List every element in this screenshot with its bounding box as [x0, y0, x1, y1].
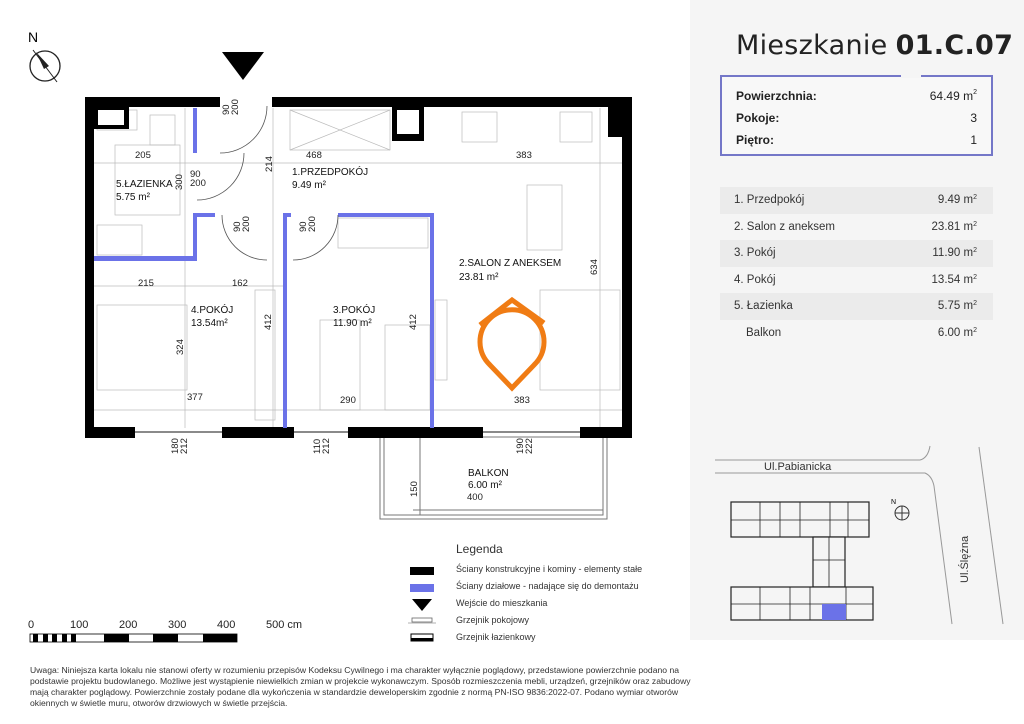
room-label: 4.POKÓJ — [191, 303, 233, 316]
room-area: 9.49 m² — [292, 180, 327, 191]
svg-text:383: 383 — [514, 395, 530, 406]
svg-text:200: 200 — [119, 619, 137, 631]
room-area: 6.00 m² — [468, 480, 503, 491]
svg-text:377: 377 — [187, 392, 203, 403]
entrance-marker-icon — [222, 52, 264, 80]
bathroom-radiator-icon — [410, 633, 434, 642]
compass-icon: N — [891, 499, 910, 521]
svg-text:400: 400 — [467, 492, 483, 503]
svg-text:500 cm: 500 cm — [266, 619, 302, 631]
disclaimer-text: Uwaga: Niniejsza karta lokalu nie stanow… — [30, 665, 691, 708]
street-label: Ul.Ślężna — [958, 535, 971, 583]
svg-text:205: 205 — [135, 150, 151, 161]
svg-text:190: 190 — [515, 438, 526, 454]
room-area: 5.75 m² — [116, 192, 151, 203]
svg-text:162: 162 — [232, 278, 248, 289]
room-radiator-icon — [408, 617, 436, 624]
entrance-icon — [412, 599, 432, 611]
summary-box: Powierzchnia:64.49 m2 Pokoje:3 Piętro:1 — [720, 74, 993, 156]
apartment-location-highlight — [822, 604, 846, 620]
svg-text:200: 200 — [190, 178, 206, 189]
svg-text:468: 468 — [306, 150, 322, 161]
room-area: 13.54m² — [191, 318, 228, 329]
svg-text:90: 90 — [298, 221, 309, 232]
svg-text:200: 200 — [307, 216, 318, 232]
developer-logo-icon — [477, 296, 547, 392]
room-area: 11.90 m² — [333, 318, 372, 329]
room-label: BALKON — [468, 468, 509, 479]
svg-text:324: 324 — [175, 339, 186, 355]
room-label: 1.PRZEDPOKÓJ — [292, 165, 368, 178]
structural-walls — [85, 97, 632, 438]
svg-text:180: 180 — [170, 438, 181, 454]
svg-text:290: 290 — [340, 395, 356, 406]
room-label: 3.POKÓJ — [333, 303, 375, 316]
scale-bar: 0 100 200 300 400 500 cm — [28, 619, 302, 643]
site-map: Ul.Pabianicka Ul.Ślężna N — [715, 445, 1004, 625]
svg-text:150: 150 — [409, 481, 420, 497]
svg-text:90: 90 — [221, 104, 232, 115]
partition-wall-swatch — [410, 584, 434, 592]
svg-text:212: 212 — [179, 438, 190, 454]
balcony — [379, 436, 608, 520]
svg-text:90: 90 — [232, 221, 243, 232]
dimension-labels: 205 468 383 90 200 215 162 377 290 383 4… — [135, 99, 600, 503]
svg-text:222: 222 — [524, 438, 535, 454]
svg-text:N: N — [891, 499, 896, 506]
partition-walls — [94, 108, 434, 428]
svg-text:90: 90 — [190, 169, 201, 180]
svg-text:0: 0 — [28, 619, 34, 631]
svg-text:214: 214 — [264, 156, 275, 172]
svg-text:412: 412 — [263, 314, 274, 330]
svg-text:110: 110 — [312, 439, 323, 454]
room-label: 5.ŁAZIENKA — [116, 179, 173, 190]
room-label: 2.SALON Z ANEKSEM — [459, 258, 561, 269]
street-label: Ul.Pabianicka — [764, 461, 832, 473]
legend-title: Legenda — [456, 542, 503, 556]
svg-text:383: 383 — [516, 150, 532, 161]
svg-text:412: 412 — [408, 314, 419, 330]
svg-text:400: 400 — [217, 619, 235, 631]
svg-text:200: 200 — [241, 216, 252, 232]
svg-text:100: 100 — [70, 619, 88, 631]
svg-text:212: 212 — [321, 438, 332, 454]
room-area: 23.81 m² — [459, 272, 499, 283]
svg-text:300: 300 — [168, 619, 186, 631]
svg-text:215: 215 — [138, 278, 154, 289]
structural-wall-swatch — [410, 567, 434, 575]
svg-text:634: 634 — [589, 259, 600, 275]
svg-text:300: 300 — [174, 174, 185, 190]
svg-text:200: 200 — [230, 99, 241, 115]
compass-icon: N — [28, 29, 61, 83]
svg-text:N: N — [28, 29, 38, 45]
